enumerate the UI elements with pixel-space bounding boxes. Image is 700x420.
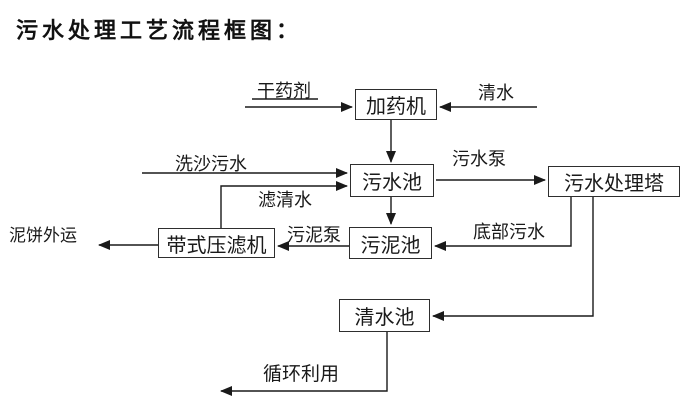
edge-label-clean-water: 清水 — [478, 83, 514, 103]
node-treatment-tower: 污水处理塔 — [548, 166, 680, 197]
connector-bottom-sewage — [434, 197, 572, 251]
edge-label-recycle: 循环利用 — [263, 364, 340, 385]
node-dosing-machine-label: 加药机 — [366, 96, 426, 118]
edge-label-bottom-sewage: 底部污水 — [473, 222, 545, 242]
edge-label-mud-cake-out: 泥饼外运 — [9, 226, 77, 245]
node-belt-filter-press: 带式压滤机 — [158, 228, 275, 258]
node-sewage-pool-label: 污水池 — [362, 172, 422, 194]
node-clear-water-pool: 清水池 — [339, 299, 430, 332]
node-sludge-pool-label: 污泥池 — [360, 234, 421, 257]
node-sewage-pool: 污水池 — [350, 164, 434, 197]
connector-recycle — [220, 332, 388, 396]
edge-label-sewage-pump: 污水泵 — [452, 149, 506, 169]
node-dosing-machine: 加药机 — [355, 89, 437, 120]
edge-label-dry-agent: 干药剂 — [257, 81, 311, 101]
edge-label-sand-washing-sewage: 洗沙污水 — [175, 154, 247, 174]
edge-label-sludge-pump: 污泥泵 — [287, 225, 341, 245]
node-treatment-tower-label: 污水处理塔 — [564, 173, 664, 195]
page-title: 污水处理工艺流程框图： — [16, 18, 303, 43]
edge-label-filtered-water: 滤清水 — [258, 190, 312, 210]
connector-tower-to-clear-water-pool — [432, 197, 594, 321]
node-sludge-pool: 污泥池 — [349, 227, 432, 259]
node-clear-water-pool-label: 清水池 — [354, 307, 415, 329]
connector-filtered-water — [220, 181, 348, 228]
node-belt-filter-press-label: 带式压滤机 — [166, 234, 267, 257]
